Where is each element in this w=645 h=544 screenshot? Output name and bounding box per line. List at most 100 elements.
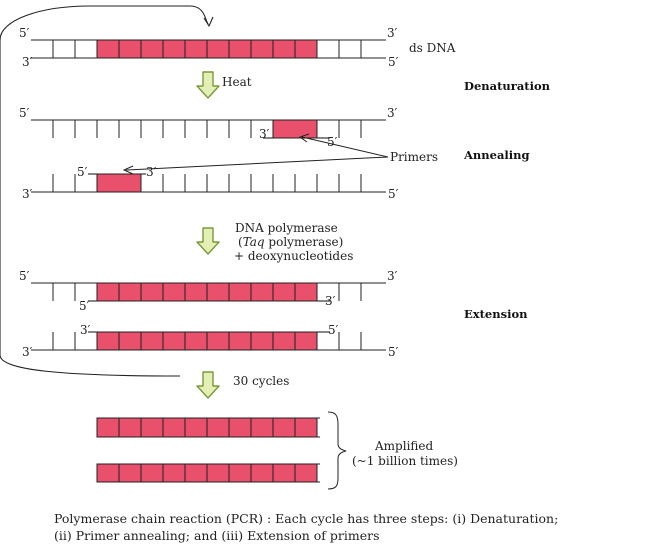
r5-cell xyxy=(118,331,142,351)
primers-pointer-line-lower xyxy=(125,156,389,171)
cycle-loop-arrowhead xyxy=(203,16,214,28)
amp2-cell xyxy=(96,463,120,483)
label-heat: Heat xyxy=(222,75,252,89)
r5-cell xyxy=(162,331,186,351)
r1-cell xyxy=(316,39,340,59)
end-label-r3-primer-right: 3′ xyxy=(146,165,157,179)
label-30-cycles: 30 cycles xyxy=(233,374,289,388)
end-label-r1-bot-right: 5′ xyxy=(388,55,399,69)
end-label-r2-top-right: 3′ xyxy=(387,106,398,120)
amp1-cell xyxy=(272,417,296,438)
end-label-r4-new-left: 5′ xyxy=(79,299,90,313)
taq-open-paren: ( xyxy=(238,235,243,249)
arrow-polymerase xyxy=(196,227,220,255)
r1-cell xyxy=(184,39,208,59)
caption-line-2: (ii) Primer annealing; and (iii) Extensi… xyxy=(54,528,380,543)
amp1-cell xyxy=(118,417,142,438)
label-ds-dna: ds DNA xyxy=(409,41,456,55)
amp1-cell xyxy=(96,417,120,438)
end-label-r1-top-right: 3′ xyxy=(387,26,398,40)
end-label-r1-top-left: 5′ xyxy=(19,26,30,40)
r4-cell xyxy=(162,282,186,302)
end-label-r3-primer-left: 5′ xyxy=(77,165,88,179)
amp2-cell xyxy=(162,463,186,483)
r5-cell xyxy=(250,331,274,351)
r4-cell xyxy=(140,282,164,302)
amp2-cell xyxy=(294,463,318,483)
primers-pointer-line-upper xyxy=(301,136,389,158)
end-label-r5-new-left: 3′ xyxy=(80,323,91,337)
pcr-diagram: 5′ 3′ 3′ 5′ ds DNA Heat 5′ 3′ 3′ 5′ Prim… xyxy=(0,5,551,490)
primers-pointer-head-lower xyxy=(122,165,134,175)
r4-cell xyxy=(118,282,142,302)
label-primers: Primers xyxy=(390,150,438,164)
r1-cell xyxy=(294,39,318,59)
amp1-cell xyxy=(162,417,186,438)
end-label-r4-top-left: 5′ xyxy=(19,269,30,283)
r1-cell xyxy=(118,39,142,59)
r1-cell xyxy=(52,39,76,59)
r4-cell xyxy=(228,282,252,302)
step-denaturation: Denaturation xyxy=(464,79,551,93)
r1-cell xyxy=(338,39,362,59)
end-label-r5-new-right: 5′ xyxy=(328,323,339,337)
amp1-cell xyxy=(206,417,230,438)
amp2-cell xyxy=(118,463,142,483)
flow-arrows xyxy=(196,71,220,399)
r4-cell xyxy=(206,282,230,302)
end-label-r1-bot-left: 3′ xyxy=(22,55,33,69)
figure-caption: Polymerase chain reaction (PCR) : Each c… xyxy=(54,510,644,544)
r1-cell xyxy=(272,39,296,59)
r4-cell xyxy=(294,282,318,302)
end-label-r5-bot-right: 5′ xyxy=(388,345,399,359)
label-dna-polymerase: DNA polymerase xyxy=(235,221,338,235)
end-label-r2-primer-left: 3′ xyxy=(259,127,270,141)
end-label-r4-top-right: 3′ xyxy=(387,269,398,283)
end-label-r3-bot-left: 3′ xyxy=(22,187,33,201)
label-deoxynucleotides: + deoxynucleotides xyxy=(234,249,353,263)
amp2-cell xyxy=(140,463,164,483)
r5-cell xyxy=(96,331,120,351)
end-label-r5-bot-left: 3′ xyxy=(22,345,33,359)
r4-cell xyxy=(184,282,208,302)
amp2-cell xyxy=(206,463,230,483)
caption-line-1: Polymerase chain reaction (PCR) : Each c… xyxy=(54,511,559,526)
r5-cell xyxy=(206,331,230,351)
end-label-r3-bot-right: 5′ xyxy=(388,187,399,201)
r5-cell xyxy=(272,331,296,351)
label-amplified: Amplified xyxy=(374,439,434,453)
r2-primer xyxy=(272,119,318,139)
primers-pointer-head-upper xyxy=(298,133,310,143)
r1-cell xyxy=(162,39,186,59)
r4-cell xyxy=(250,282,274,302)
r3-primer xyxy=(96,173,142,193)
taq-italic: Taq xyxy=(243,235,265,249)
r1-cell xyxy=(228,39,252,59)
step-extension: Extension xyxy=(464,307,528,321)
amplified-bracket xyxy=(327,411,347,490)
step-annealing: Annealing xyxy=(463,148,530,162)
r1-cell xyxy=(250,39,274,59)
arrow-cycles xyxy=(196,371,220,399)
taq-rest: polymerase) xyxy=(265,235,344,249)
dna-strands xyxy=(31,39,386,483)
amp1-cell xyxy=(140,417,164,438)
r1-cell xyxy=(140,39,164,59)
cycle-loop-line xyxy=(0,5,209,377)
r5-cell xyxy=(228,331,252,351)
end-label-r2-top-left: 5′ xyxy=(19,106,30,120)
end-label-r2-primer-right: 5′ xyxy=(327,135,338,149)
arrow-heat xyxy=(196,71,220,99)
amp1-cell xyxy=(228,417,252,438)
r1-cell xyxy=(96,39,120,59)
label-billion-times: (~1 billion times) xyxy=(352,454,458,468)
r1-cell xyxy=(206,39,230,59)
end-label-r4-new-right: 3′ xyxy=(325,294,336,308)
r5-cell xyxy=(184,331,208,351)
r5-cell xyxy=(294,331,318,351)
r1-cell xyxy=(74,39,98,59)
amp1-cell xyxy=(184,417,208,438)
amp2-cell xyxy=(272,463,296,483)
amp2-cell xyxy=(184,463,208,483)
amp1-cell xyxy=(250,417,274,438)
